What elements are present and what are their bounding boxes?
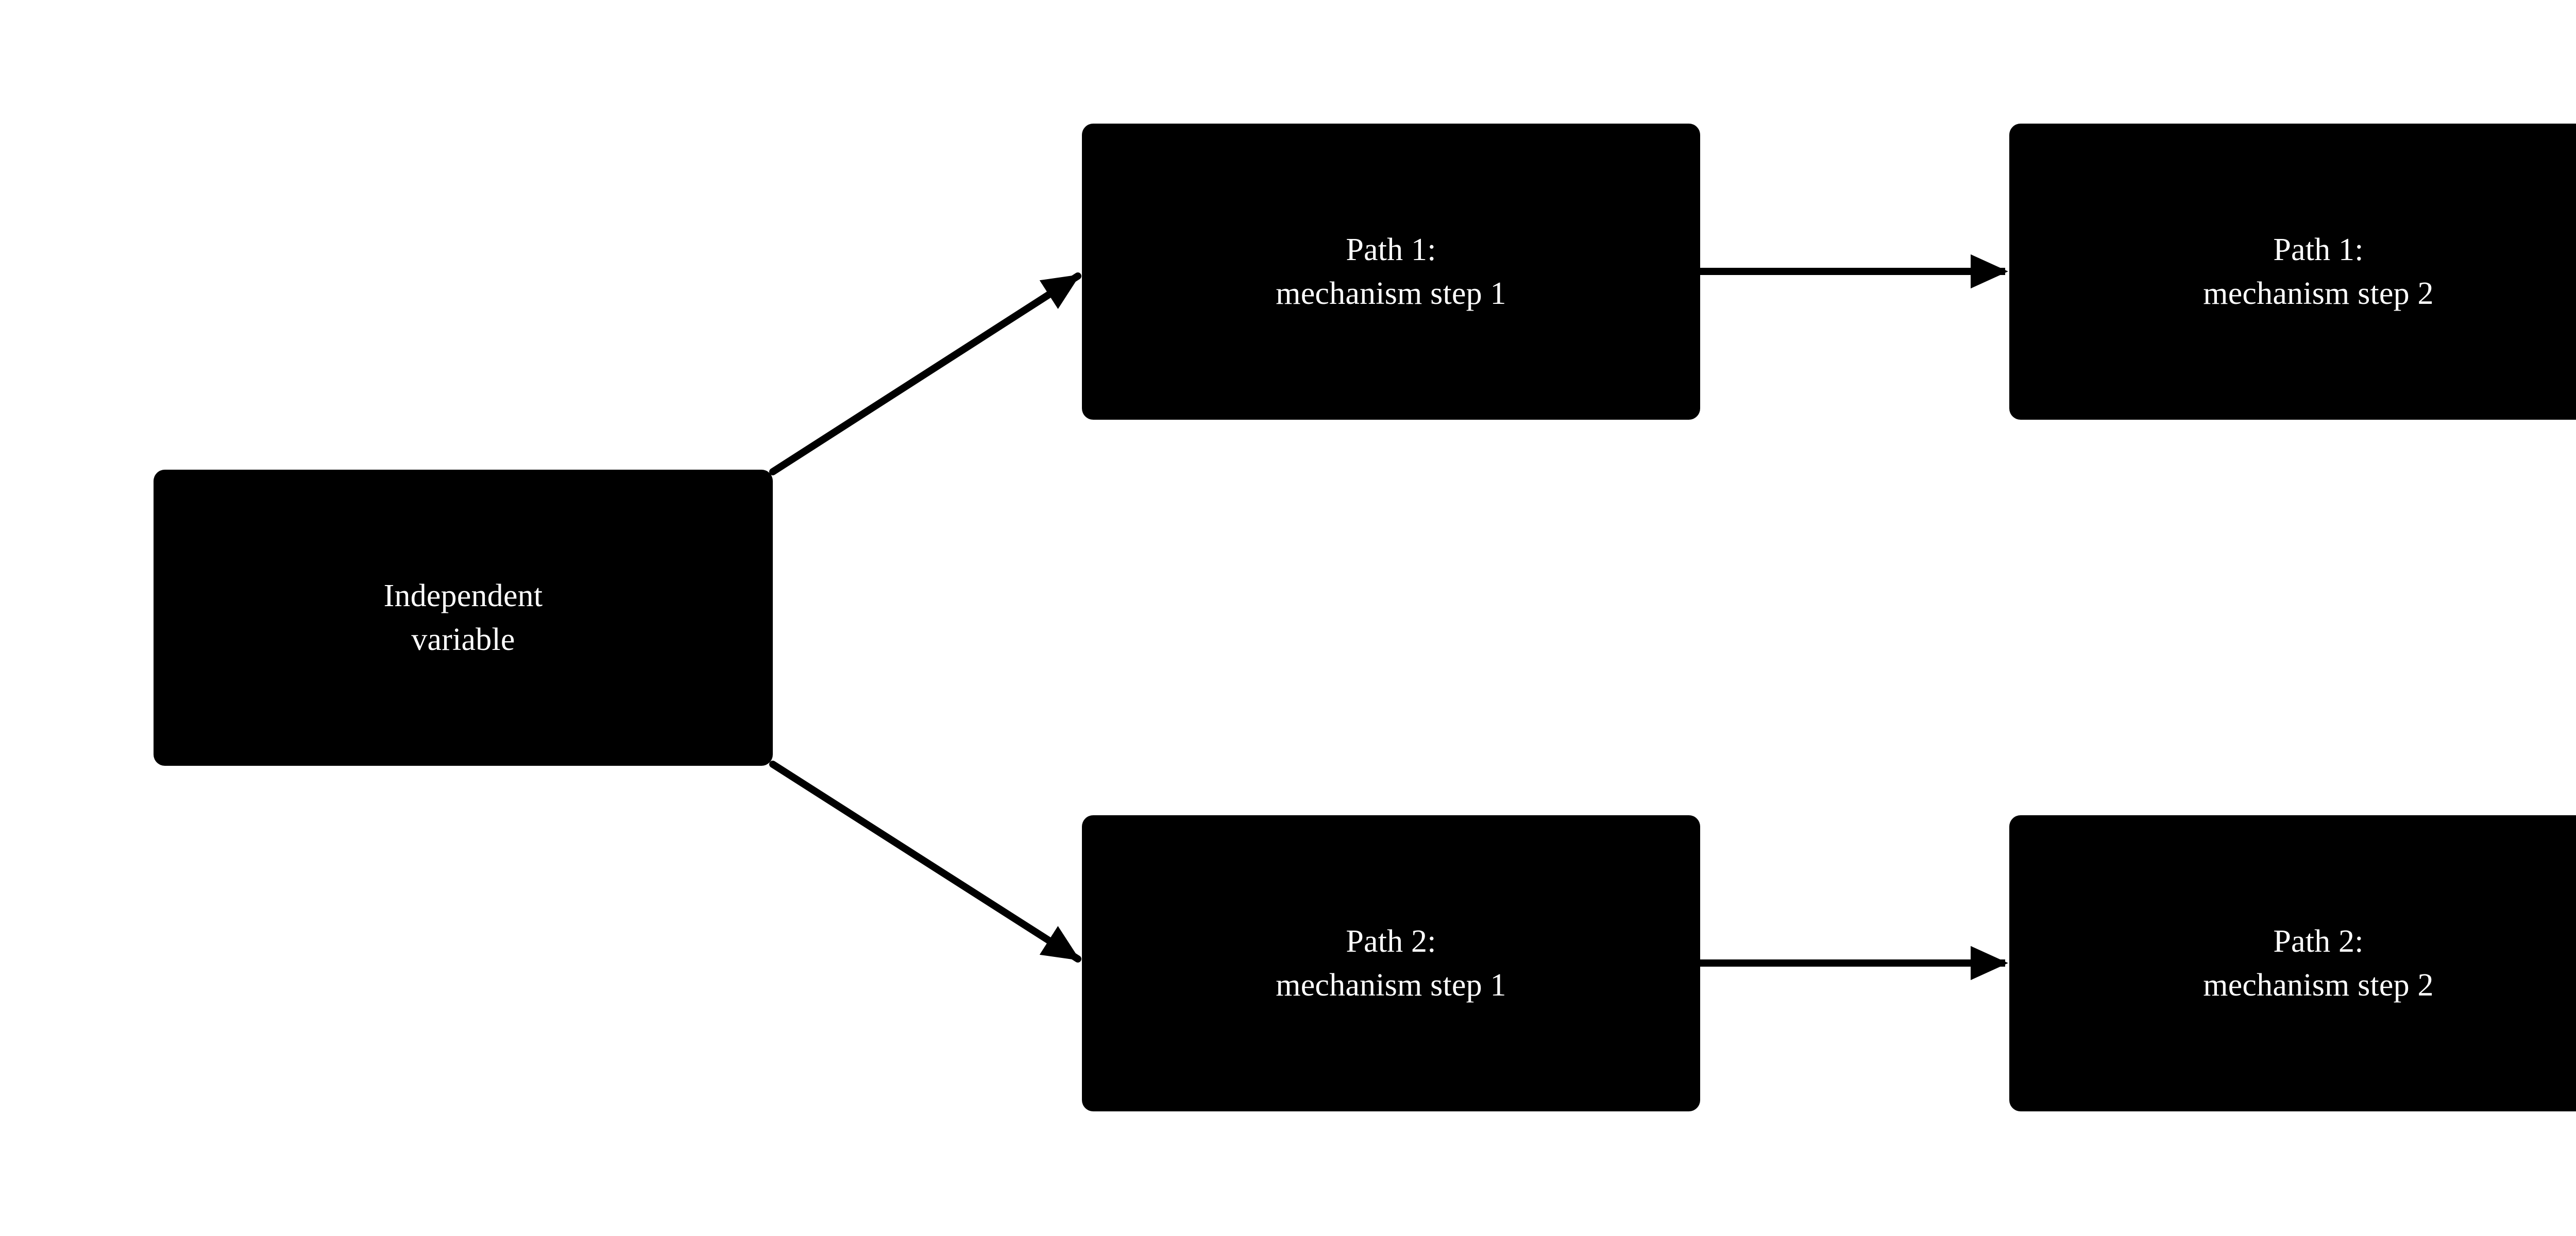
- node-path1-mechanism-step-1-label: Path 1: mechanism step 1: [1276, 232, 1506, 311]
- node-path1-mechanism-step-2-label: Path 1: mechanism step 2: [2203, 232, 2434, 311]
- node-independent-variable[interactable]: Independent variable: [154, 470, 773, 766]
- node-path2-mechanism-step-1-label: Path 2: mechanism step 1: [1276, 924, 1506, 1003]
- node-independent-variable-label: Independent variable: [383, 578, 543, 657]
- edge-independent-to-path1-step1: [769, 272, 1081, 475]
- edge-independent-to-path2-step1: [769, 761, 1081, 963]
- node-path2-mechanism-step-1[interactable]: Path 2: mechanism step 1: [1082, 815, 1700, 1111]
- node-path2-mechanism-step-2[interactable]: Path 2: mechanism step 2: [2009, 815, 2576, 1111]
- node-path2-mechanism-step-2-label: Path 2: mechanism step 2: [2203, 924, 2434, 1003]
- node-path1-mechanism-step-1[interactable]: Path 1: mechanism step 1: [1082, 124, 1700, 420]
- node-path1-mechanism-step-2[interactable]: Path 1: mechanism step 2: [2009, 124, 2576, 420]
